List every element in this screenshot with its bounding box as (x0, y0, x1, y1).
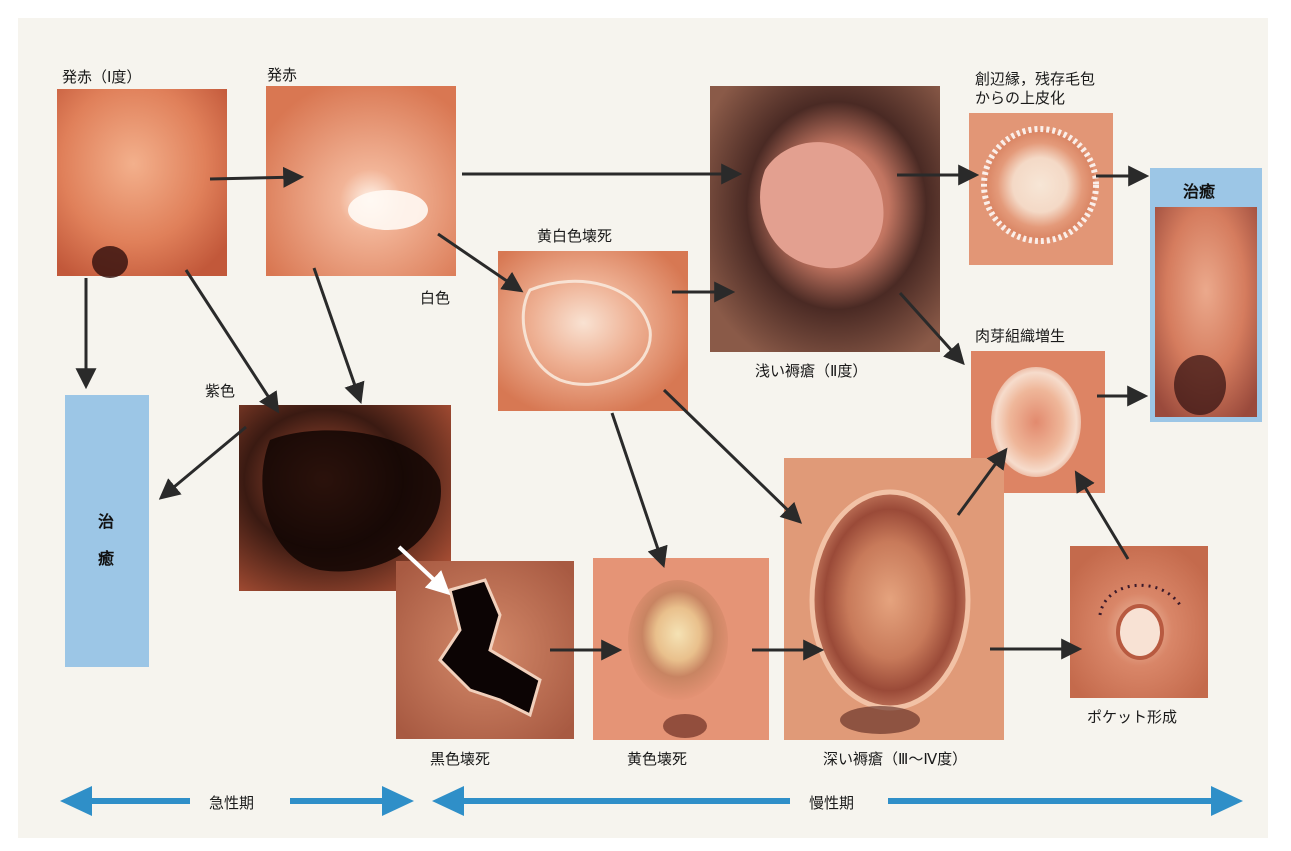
healing-right-label: 治癒 (1183, 178, 1215, 202)
arrow-redness-to-purple (314, 268, 360, 400)
photo-healed (1150, 168, 1262, 422)
photo-epithelialization (969, 113, 1113, 265)
photo-redness (266, 86, 456, 276)
photo-redness-stage1 (57, 89, 227, 278)
arrow-purple-to-healing (162, 427, 246, 497)
label-pocket-formation: ポケット形成 (1087, 706, 1177, 727)
label-shallow-ulcer: 浅い褥瘡（Ⅱ度） (755, 360, 867, 381)
label-granulation: 肉芽組織増生 (975, 325, 1065, 346)
phase-label-acute: 急性期 (205, 792, 258, 813)
label-epithelialization-line1: 創辺縁，残存毛包 (975, 68, 1095, 89)
photo-yellow-necrosis (593, 558, 769, 740)
photo-black-necrosis (396, 561, 574, 739)
arrow-stage1-to-redness (210, 177, 300, 179)
photo-yellow-white-necrosis (498, 251, 688, 411)
label-redness: 発赤 (267, 64, 297, 85)
label-purple: 紫色 (205, 380, 235, 401)
label-yellow-necrosis: 黄色壊死 (627, 748, 687, 769)
photo-shallow-ulcer (710, 86, 940, 352)
label-epithelialization-line2: からの上皮化 (975, 87, 1065, 108)
healing-left-char2: 癒 (98, 545, 114, 569)
photo-deep-ulcer (784, 458, 1004, 740)
phase-label-chronic: 慢性期 (805, 792, 858, 813)
label-redness-stage1: 発赤（Ⅰ度） (62, 66, 141, 87)
label-white: 白色 (420, 287, 450, 308)
arrow-yellowwhite-to-deep (664, 390, 799, 521)
photo-pocket-formation (1070, 546, 1208, 698)
label-yellow-white-necrosis: 黄白色壊死 (537, 225, 612, 246)
label-deep-ulcer: 深い褥瘡（Ⅲ～Ⅳ度） (823, 748, 967, 769)
arrow-yellowwhite-to-yellow (612, 413, 663, 564)
healing-left-char1: 治 (98, 508, 114, 532)
label-black-necrosis: 黒色壊死 (430, 748, 490, 769)
